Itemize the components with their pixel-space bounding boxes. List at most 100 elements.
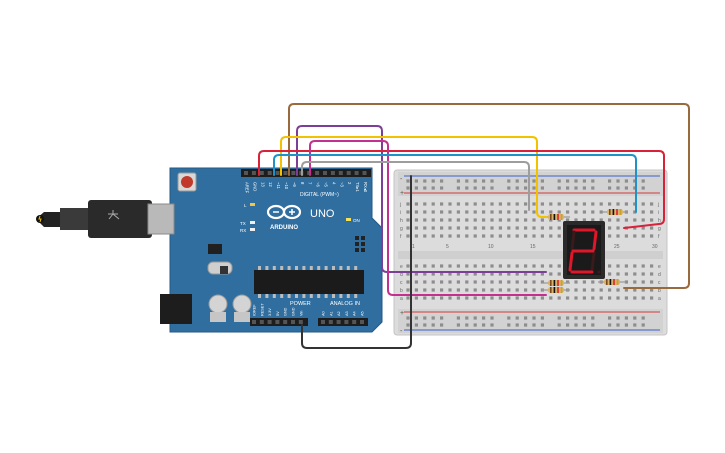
wire-yellow[interactable] xyxy=(280,136,547,218)
rail-hole[interactable] xyxy=(482,186,486,190)
breadboard-hole[interactable] xyxy=(532,226,536,230)
seven-segment-display[interactable]: 2 xyxy=(0,0,605,279)
breadboard-hole[interactable] xyxy=(431,202,435,206)
breadboard-hole[interactable] xyxy=(650,202,654,206)
rail-hole[interactable] xyxy=(440,323,444,327)
breadboard-hole[interactable] xyxy=(582,218,586,222)
breadboard-hole[interactable] xyxy=(440,202,444,206)
breadboard-hole[interactable] xyxy=(448,288,452,292)
breadboard-hole[interactable] xyxy=(549,272,553,276)
digital-pin[interactable] xyxy=(338,171,343,175)
rail-hole[interactable] xyxy=(482,316,486,320)
breadboard-hole[interactable] xyxy=(473,210,477,214)
breadboard-hole[interactable] xyxy=(591,218,595,222)
rail-hole[interactable] xyxy=(465,186,469,190)
breadboard-hole[interactable] xyxy=(465,296,469,300)
breadboard-hole[interactable] xyxy=(490,226,494,230)
breadboard-hole[interactable] xyxy=(582,288,586,292)
breadboard-hole[interactable] xyxy=(473,272,477,276)
breadboard-hole[interactable] xyxy=(624,296,628,300)
breadboard-hole[interactable] xyxy=(540,218,544,222)
digital-pin[interactable] xyxy=(346,171,351,175)
wire-brown[interactable] xyxy=(288,103,690,289)
rail-hole[interactable] xyxy=(608,316,612,320)
rail-hole[interactable] xyxy=(515,316,519,320)
breadboard-hole[interactable] xyxy=(414,202,418,206)
rail-hole[interactable] xyxy=(566,323,570,327)
rail-hole[interactable] xyxy=(440,186,444,190)
breadboard-holes[interactable] xyxy=(406,179,654,327)
breadboard-hole[interactable] xyxy=(456,288,460,292)
breadboard-hole[interactable] xyxy=(482,210,486,214)
breadboard-hole[interactable] xyxy=(423,296,427,300)
breadboard-hole[interactable] xyxy=(456,264,460,268)
breadboard-hole[interactable] xyxy=(465,264,469,268)
analog-pin[interactable] xyxy=(344,320,349,324)
rail-hole[interactable] xyxy=(574,179,578,183)
breadboard-hole[interactable] xyxy=(448,296,452,300)
rail-hole[interactable] xyxy=(406,316,410,320)
digital-pin[interactable] xyxy=(283,171,288,175)
breadboard-hole[interactable] xyxy=(616,296,620,300)
rail-hole[interactable] xyxy=(641,179,645,183)
breadboard-hole[interactable] xyxy=(456,210,460,214)
breadboard-hole[interactable] xyxy=(406,272,410,276)
breadboard-hole[interactable] xyxy=(490,210,494,214)
rail-hole[interactable] xyxy=(574,186,578,190)
breadboard-hole[interactable] xyxy=(423,226,427,230)
breadboard-hole[interactable] xyxy=(524,288,528,292)
breadboard-hole[interactable] xyxy=(633,234,637,238)
breadboard-hole[interactable] xyxy=(482,234,486,238)
breadboard-hole[interactable] xyxy=(599,218,603,222)
breadboard-hole[interactable] xyxy=(574,202,578,206)
breadboard-hole[interactable] xyxy=(414,280,418,284)
analog-pin[interactable] xyxy=(328,320,333,324)
breadboard-hole[interactable] xyxy=(490,280,494,284)
breadboard-hole[interactable] xyxy=(574,280,578,284)
breadboard-hole[interactable] xyxy=(650,234,654,238)
breadboard-hole[interactable] xyxy=(482,272,486,276)
breadboard-hole[interactable] xyxy=(524,218,528,222)
power-pin[interactable] xyxy=(283,320,288,324)
breadboard-hole[interactable] xyxy=(641,288,645,292)
digital-pin[interactable] xyxy=(354,171,359,175)
digital-pin[interactable] xyxy=(267,171,272,175)
power-pin[interactable] xyxy=(291,320,295,324)
breadboard-hole[interactable] xyxy=(524,272,528,276)
breadboard-hole[interactable] xyxy=(406,264,410,268)
rail-hole[interactable] xyxy=(524,323,528,327)
breadboard-hole[interactable] xyxy=(616,288,620,292)
breadboard-hole[interactable] xyxy=(549,234,553,238)
breadboard-hole[interactable] xyxy=(633,218,637,222)
digital-pin[interactable] xyxy=(259,171,264,175)
rail-hole[interactable] xyxy=(532,316,536,320)
breadboard-hole[interactable] xyxy=(524,210,528,214)
rail-hole[interactable] xyxy=(507,323,511,327)
rail-hole[interactable] xyxy=(482,323,486,327)
breadboard-hole[interactable] xyxy=(616,226,620,230)
breadboard-hole[interactable] xyxy=(473,226,477,230)
breadboard-hole[interactable] xyxy=(448,218,452,222)
rail-hole[interactable] xyxy=(482,179,486,183)
breadboard-hole[interactable] xyxy=(465,226,469,230)
breadboard-hole[interactable] xyxy=(423,272,427,276)
rail-hole[interactable] xyxy=(515,186,519,190)
rail-hole[interactable] xyxy=(616,316,620,320)
rail-hole[interactable] xyxy=(582,186,586,190)
breadboard-hole[interactable] xyxy=(406,226,410,230)
rail-hole[interactable] xyxy=(423,323,427,327)
breadboard-hole[interactable] xyxy=(498,202,502,206)
breadboard-hole[interactable] xyxy=(633,288,637,292)
rail-hole[interactable] xyxy=(524,316,528,320)
breadboard-hole[interactable] xyxy=(440,234,444,238)
breadboard-hole[interactable] xyxy=(624,218,628,222)
rail-hole[interactable] xyxy=(456,323,460,327)
resistor-group[interactable] xyxy=(542,209,628,293)
breadboard-hole[interactable] xyxy=(582,210,586,214)
breadboard-hole[interactable] xyxy=(490,218,494,222)
rail-hole[interactable] xyxy=(431,186,435,190)
breadboard-hole[interactable] xyxy=(557,226,561,230)
breadboard-hole[interactable] xyxy=(633,202,637,206)
breadboard-hole[interactable] xyxy=(448,202,452,206)
